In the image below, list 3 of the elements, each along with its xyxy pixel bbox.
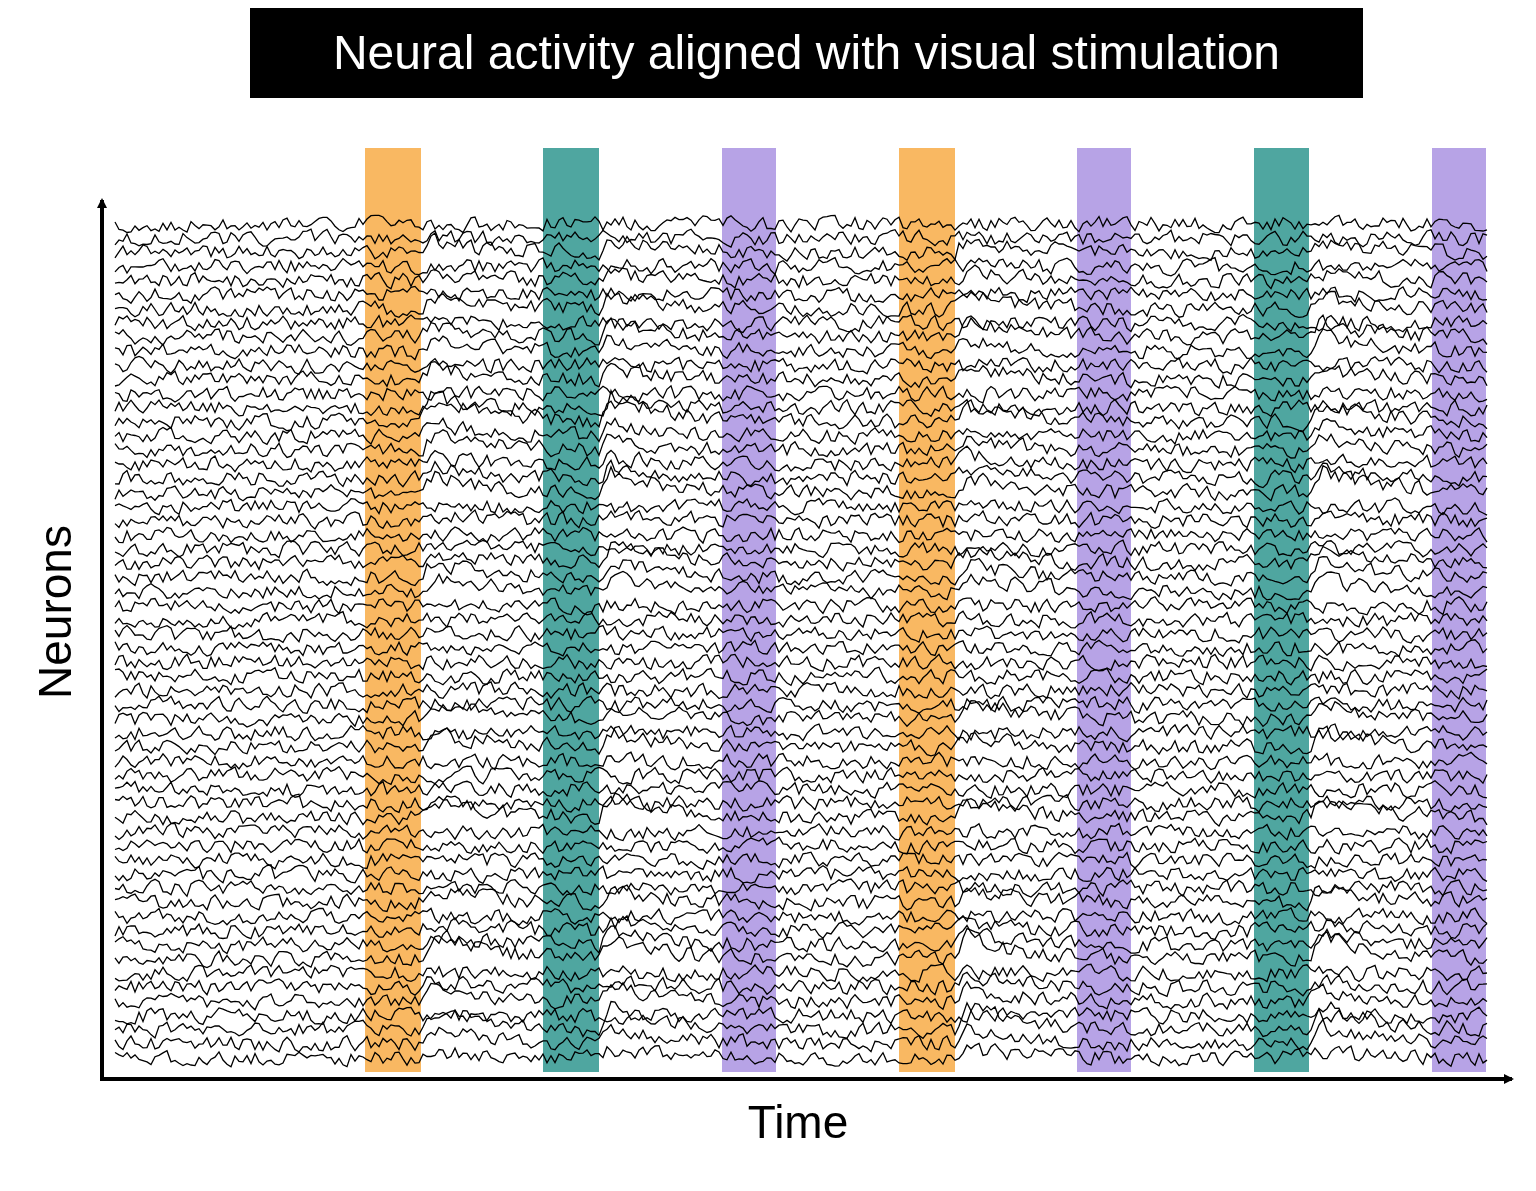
axis-label: Neurons (28, 525, 82, 699)
axis-label: Time (747, 1095, 849, 1149)
title-banner: Neural activity aligned with visual stimulation (250, 8, 1363, 98)
